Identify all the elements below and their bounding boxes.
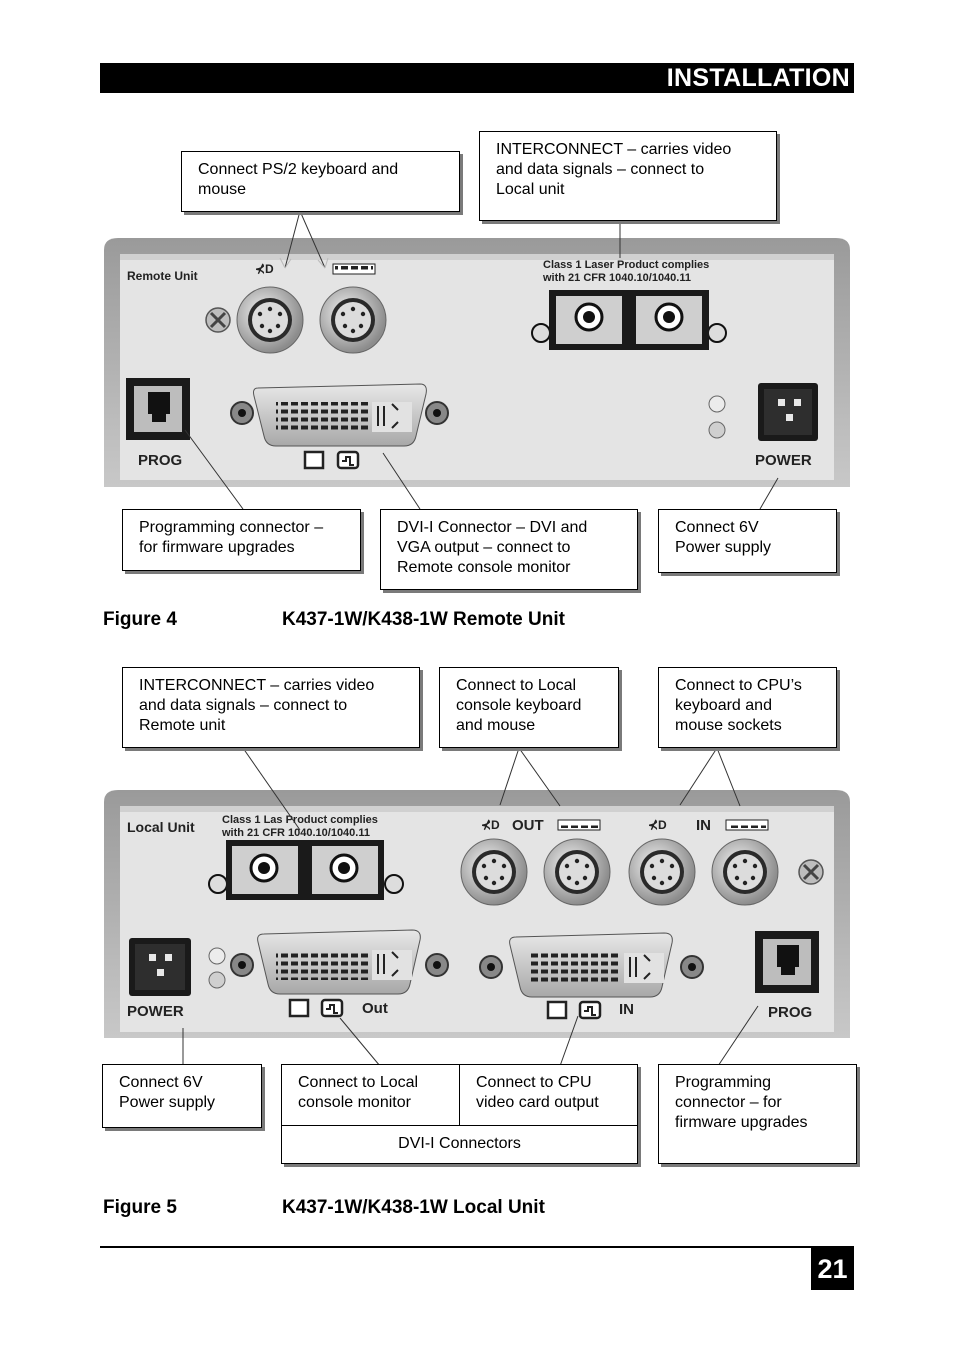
monitor-icon: [288, 998, 310, 1018]
video-signal-icon: [578, 1000, 602, 1020]
callout-video: Connect to CPU video card output: [476, 1074, 599, 1111]
svg-text:⊀D: ⊀D: [481, 818, 500, 832]
callout-cpu: Connect to CPU’s keyboard and mouse sock…: [658, 667, 837, 748]
out-label: OUT: [512, 817, 544, 834]
svg-text:⊀D: ⊀D: [648, 818, 667, 832]
dvi-i-in-port: [479, 932, 704, 998]
ps2-cpu-keyboard-port: [711, 838, 779, 906]
mouse-icon: ⊀D: [255, 262, 274, 276]
callout-programming: Programming connector – for firmware upg…: [658, 1064, 857, 1164]
dvi-out-label: Out: [362, 1000, 388, 1017]
prog-label: PROG: [768, 1004, 812, 1021]
screw-icon: [798, 859, 824, 885]
laser-compliance-line-2: with 21 CFR 1040.10/1040.11: [221, 827, 370, 839]
power-port: [129, 938, 191, 996]
ps2-cpu-mouse-port: [628, 838, 696, 906]
ps2-console-keyboard-port: [543, 838, 611, 906]
callout-interconnect: INTERCONNECT – carries video and data si…: [122, 667, 420, 748]
in-label: IN: [696, 817, 711, 834]
status-led-icon: [208, 947, 226, 989]
laser-compliance-line-1: Class 1 Las Product complies: [222, 814, 378, 826]
ps2-console-mouse-port: [460, 838, 528, 906]
figure-5-number: Figure 5: [103, 1197, 177, 1218]
prog-rj-port: [126, 378, 190, 440]
figure-5-title: K437-1W/K438-1W Local Unit: [282, 1197, 545, 1218]
prog-label: PROG: [138, 452, 182, 469]
callout-leader-lines: [184, 210, 779, 510]
page-number: 21: [811, 1248, 854, 1290]
callout-dvi: DVI-I Connector – DVI and VGA output – c…: [380, 509, 638, 590]
dvi-i-out-port: [230, 929, 449, 995]
remote-unit-label: Remote Unit: [127, 269, 198, 283]
footer-rule: [100, 1246, 854, 1248]
mouse-icon: ⊀D: [481, 818, 500, 832]
monitor-icon: [546, 1000, 568, 1020]
remote-panel-frame: [104, 238, 850, 487]
callout-power: Connect 6V Power supply: [102, 1064, 262, 1128]
keyboard-icon: [725, 819, 769, 831]
laser-compliance-line-2: with 21 CFR 1040.10/1040.11: [542, 272, 691, 284]
fiber-interconnect-port: [208, 840, 404, 900]
page-section-title: INSTALLATION: [666, 64, 850, 92]
fiber-interconnect-port: [531, 290, 727, 350]
keyboard-icon: [557, 819, 601, 831]
ps2-mouse-port: [236, 286, 304, 354]
video-signal-icon: [320, 998, 344, 1018]
dvi-connectors-label: DVI-I Connectors: [282, 1125, 637, 1164]
keyboard-icon: [332, 263, 376, 275]
prog-rj-port: [755, 931, 819, 993]
mouse-icon: ⊀D: [648, 818, 667, 832]
status-led-icon: [708, 395, 726, 439]
callout-power: Connect 6V Power supply: [658, 509, 837, 573]
dvi-i-port: [230, 383, 449, 447]
callout-programming: Programming connector – for firmware upg…: [122, 509, 361, 571]
callout-console: Connect to Local console keyboard and mo…: [439, 667, 619, 748]
power-port: [758, 383, 818, 441]
callout-leader-lines: [182, 747, 759, 1067]
video-signal-icon: [336, 450, 360, 470]
callout-interconnect: INTERCONNECT – carries video and data si…: [479, 131, 777, 221]
dvi-in-label: IN: [619, 1001, 634, 1018]
callout-dvi-group: Connect to Local console monitor Connect…: [281, 1064, 638, 1164]
monitor-icon: [303, 450, 325, 470]
header-bar: INSTALLATION: [100, 63, 854, 93]
power-label: POWER: [755, 452, 812, 469]
figure-4-number: Figure 4: [103, 609, 177, 630]
laser-compliance-line-1: Class 1 Laser Product complies: [543, 259, 709, 271]
svg-text:⊀D: ⊀D: [255, 262, 274, 276]
screw-icon: [205, 307, 231, 333]
callout-ps2: Connect PS/2 keyboard and mouse: [181, 151, 460, 212]
figure-4-title: K437-1W/K438-1W Remote Unit: [282, 609, 565, 630]
callout-monitor: Connect to Local console monitor: [282, 1065, 460, 1125]
local-unit-label: Local Unit: [127, 819, 195, 835]
ps2-keyboard-port: [319, 286, 387, 354]
power-label: POWER: [127, 1003, 184, 1020]
